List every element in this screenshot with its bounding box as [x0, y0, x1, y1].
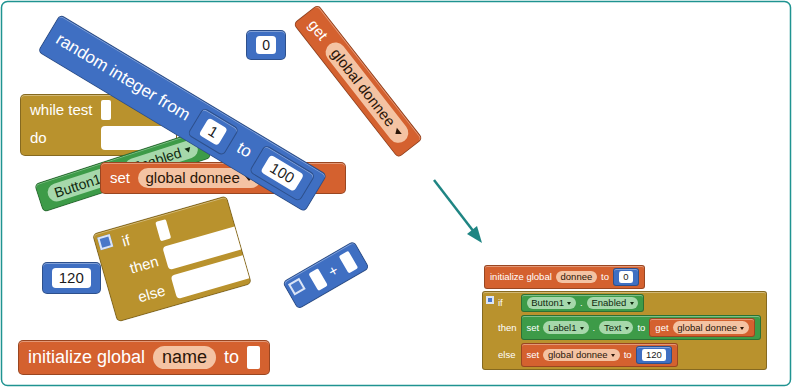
- block-label: initialize global: [28, 347, 145, 369]
- number-block: 120: [42, 262, 101, 294]
- block-label: to: [233, 138, 256, 163]
- block-label: to: [224, 347, 239, 369]
- field-text: 1: [199, 118, 228, 146]
- initialize-variable-block: initialize global donnee to 0: [484, 265, 645, 289]
- field-text: 120: [642, 349, 666, 361]
- field-text: 0: [256, 36, 276, 54]
- block-label: .: [593, 322, 596, 333]
- block-label: .: [580, 297, 583, 308]
- block-label: get: [655, 322, 668, 333]
- field-text: donnee: [556, 271, 597, 283]
- number-block: 0: [246, 30, 286, 60]
- property-getter-block: Button1. Enabled: [521, 294, 645, 312]
- set-variable-block: setglobal donnee to 120: [521, 343, 679, 367]
- if-block: if then else: [92, 195, 252, 322]
- field-text: global donnee: [673, 321, 750, 333]
- field-text: global donnee: [322, 38, 413, 147]
- addition-block: +: [282, 241, 369, 310]
- number-block: 120: [636, 346, 672, 364]
- input-socket: [247, 346, 260, 369]
- block-label: initialize global: [490, 271, 552, 282]
- input-socket: [308, 268, 327, 290]
- block-label: else: [498, 349, 515, 360]
- field-text: global donnee: [543, 349, 620, 361]
- block-label: set: [110, 169, 130, 187]
- block-label: while test: [30, 101, 93, 119]
- field-text: Text: [599, 321, 633, 333]
- block-label: to: [601, 271, 609, 282]
- field-text: 100: [261, 155, 304, 192]
- block-label: get: [305, 16, 332, 44]
- block-label: +: [325, 261, 342, 281]
- initialize-variable-block: initialize global nameto: [18, 340, 270, 375]
- field-text: Enabled: [587, 297, 639, 309]
- mutator-icon: [97, 234, 113, 250]
- number-block: 0: [613, 268, 639, 286]
- input-socket: [339, 251, 358, 273]
- block-label: else: [136, 281, 167, 306]
- block-label: then: [498, 322, 517, 333]
- field-text: Label1: [543, 321, 588, 333]
- block-label: if: [120, 231, 132, 250]
- get-variable-block: getglobal donnee: [293, 4, 423, 158]
- field-text: Button1: [527, 297, 577, 309]
- block-label: set: [527, 322, 540, 333]
- arrow-head: [467, 226, 482, 243]
- field-text: 0: [619, 271, 633, 283]
- mutator-icon: [288, 278, 305, 295]
- input-socket: [155, 219, 170, 241]
- mutator-icon: [486, 296, 494, 304]
- block-label: if: [498, 297, 503, 308]
- field-text: name: [153, 346, 216, 369]
- block-label: to: [637, 322, 645, 333]
- field-text: 120: [52, 268, 91, 288]
- input-socket: [101, 100, 112, 120]
- get-variable-block: get global donnee: [649, 318, 755, 336]
- if-block: ifthenelseButton1.EnabledsetLabel1.Textt…: [482, 291, 767, 370]
- block-label: to: [624, 349, 632, 360]
- block-label: do: [30, 129, 47, 147]
- block-label: set: [527, 349, 540, 360]
- block-label: then: [127, 252, 160, 277]
- arrow-line: [434, 180, 474, 232]
- property-setter-block: setLabel1.Texttoget global donnee: [521, 315, 762, 339]
